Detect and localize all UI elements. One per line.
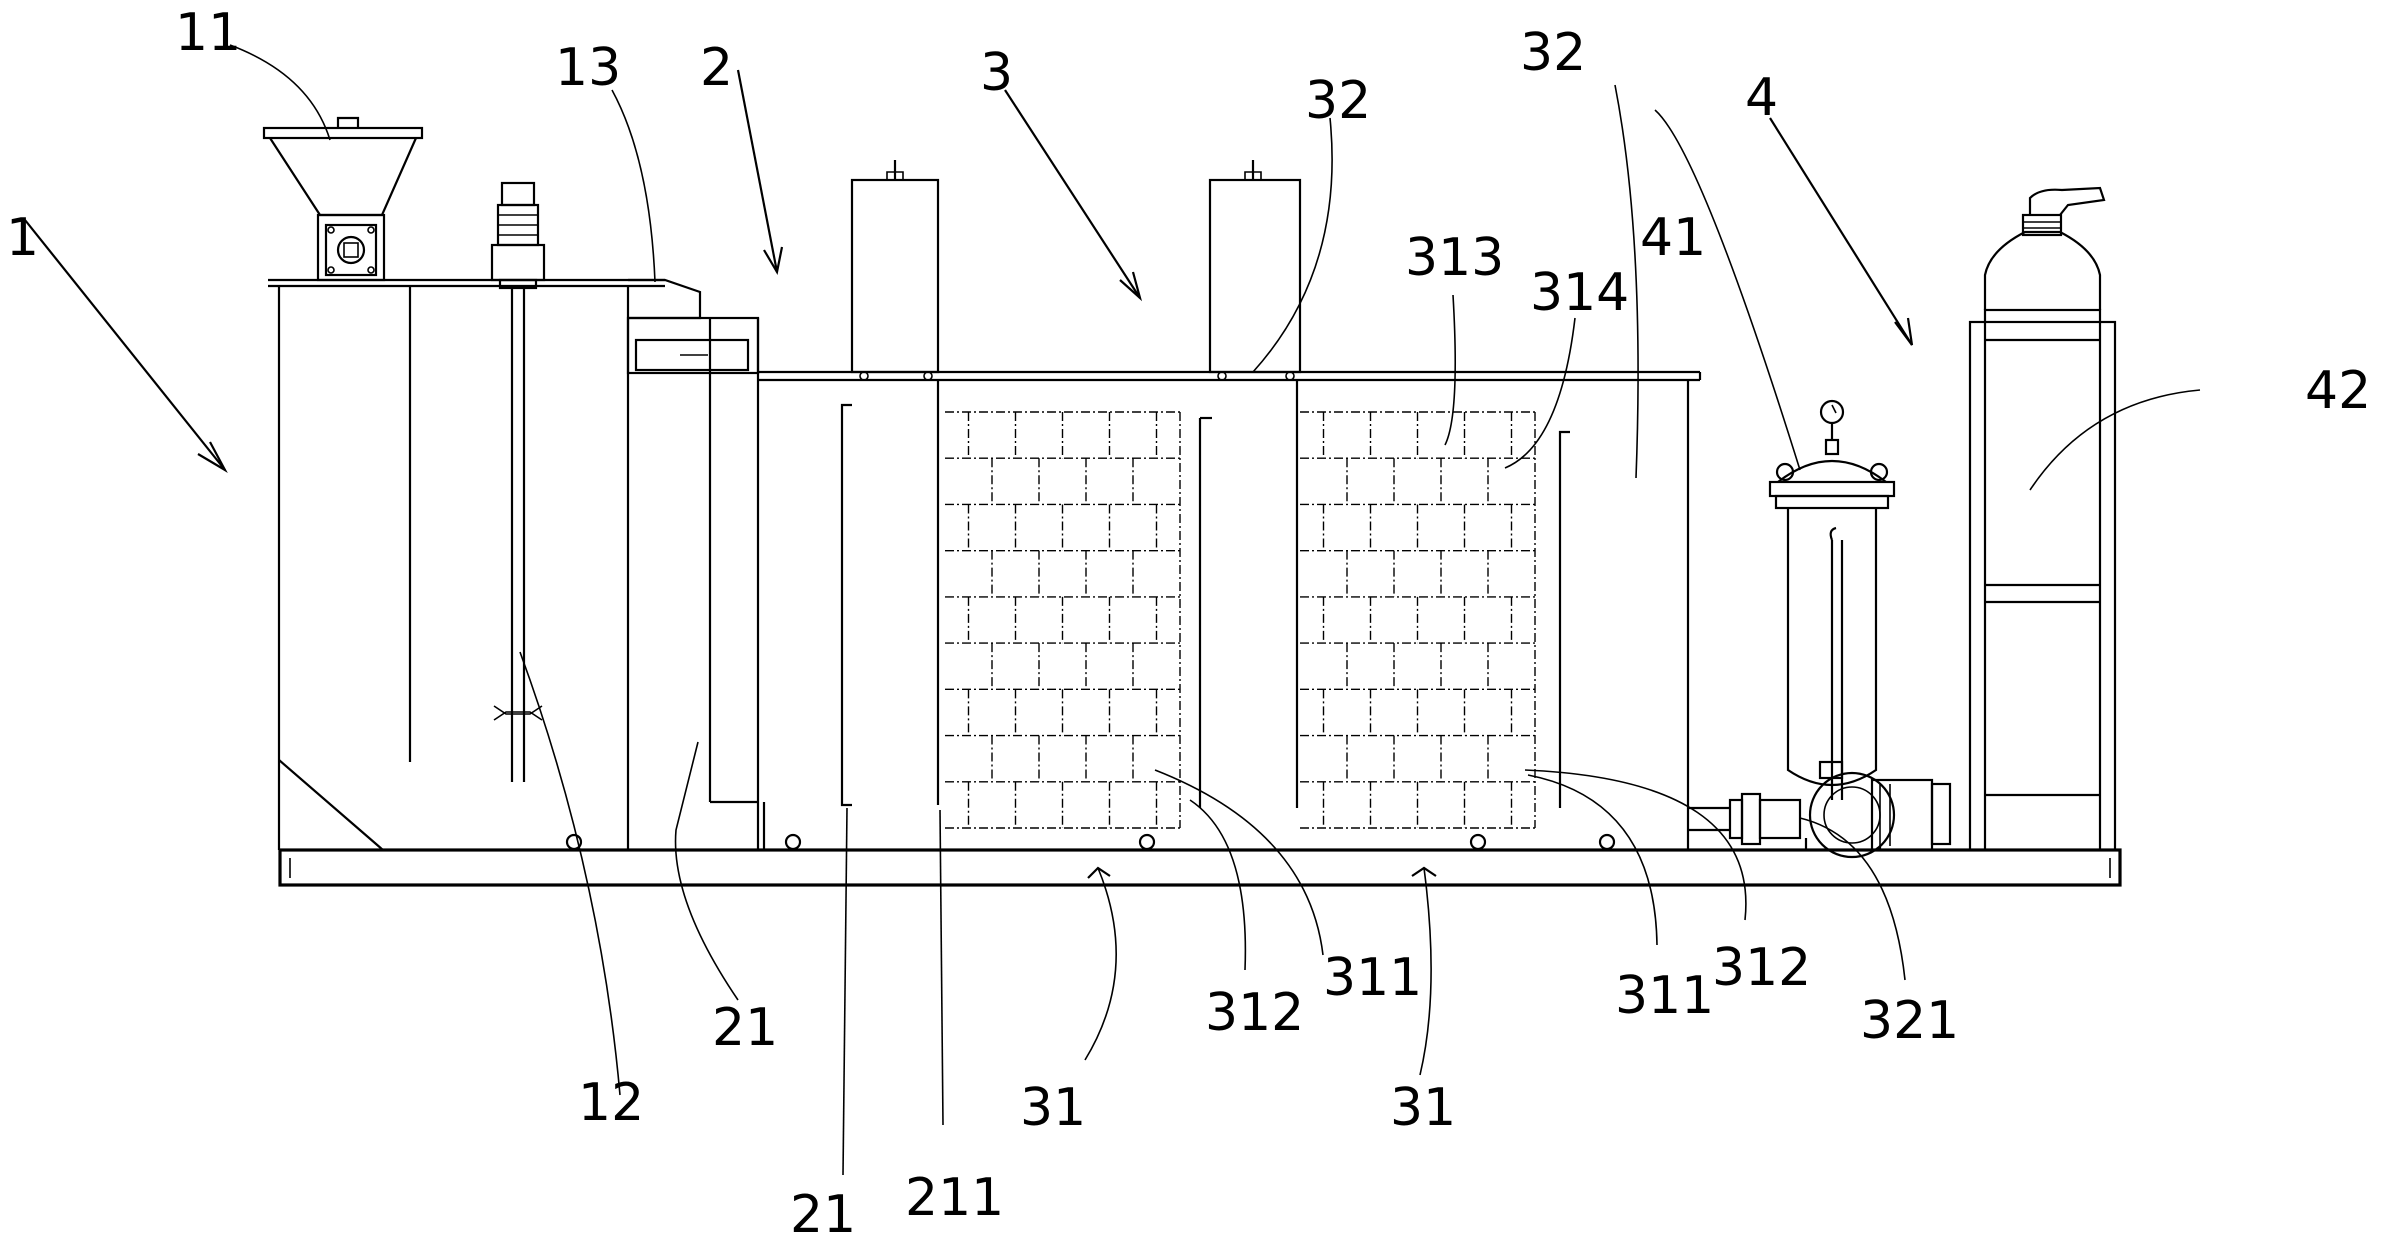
label-21-lower: 21	[790, 1185, 856, 1240]
drawer-unit	[626, 278, 760, 850]
base-frame	[278, 848, 2122, 887]
label-11: 11	[175, 3, 241, 63]
label-32-right: 32	[1520, 23, 1586, 83]
main-tank	[708, 318, 1702, 851]
hopper	[262, 116, 424, 282]
dosing-tank	[268, 278, 665, 851]
stirrer	[490, 181, 546, 782]
bag-filter	[1768, 399, 1896, 800]
pump	[1688, 760, 1952, 859]
label-42: 42	[2305, 361, 2371, 421]
gas-column	[1968, 186, 2117, 852]
label-31-left: 31	[1020, 1078, 1086, 1138]
label-13: 13	[555, 38, 621, 98]
labels: 1 11 13 2 3 32 32 313 314 41 4 42 21 12 …	[6, 3, 2371, 1240]
label-211: 211	[905, 1168, 1004, 1228]
label-2: 2	[700, 38, 733, 98]
label-311-left: 311	[1323, 948, 1422, 1008]
top-box-right	[1208, 160, 1302, 381]
label-313: 313	[1405, 228, 1504, 288]
label-312-right: 312	[1712, 938, 1811, 998]
label-21-upper: 21	[712, 998, 778, 1058]
label-41: 41	[1640, 208, 1706, 268]
label-312-left: 312	[1205, 983, 1304, 1043]
label-1: 1	[6, 208, 39, 268]
label-32-top: 32	[1305, 71, 1371, 131]
label-321: 321	[1860, 991, 1959, 1051]
label-4: 4	[1745, 68, 1778, 128]
label-314: 314	[1530, 263, 1629, 323]
packing-grid-right	[1300, 411, 1536, 829]
top-box-left	[850, 160, 940, 381]
leader-lines	[24, 44, 2201, 1176]
label-311-right: 311	[1615, 966, 1714, 1026]
label-3: 3	[980, 43, 1013, 103]
packing-grid-left	[945, 411, 1181, 829]
label-12: 12	[578, 1073, 644, 1133]
label-31-right: 31	[1390, 1078, 1456, 1138]
